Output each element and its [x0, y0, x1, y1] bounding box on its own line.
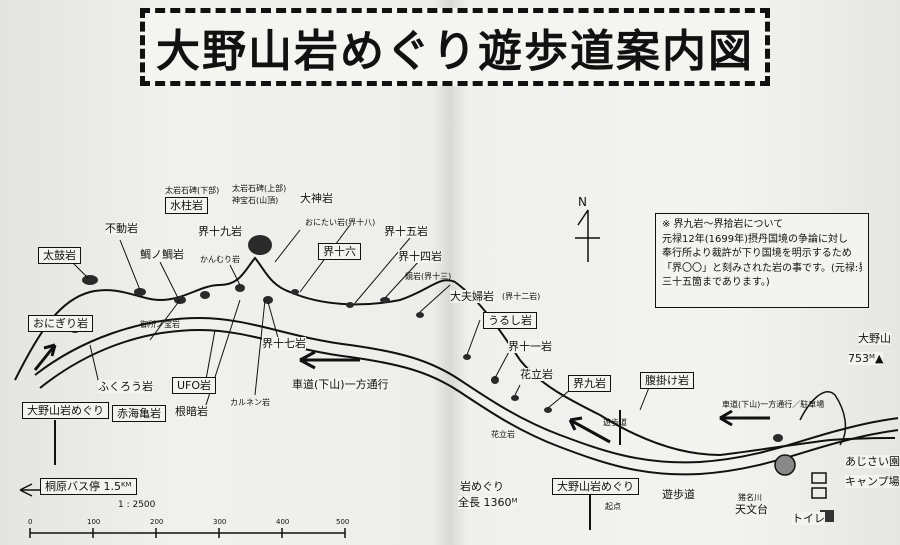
title-banner: 大野山岩めぐり遊歩道案内図: [140, 8, 770, 86]
rock-label-odaiko: 鯛ノ鯛岩: [140, 248, 184, 262]
rock-label-taiko: 太鼓岩: [38, 247, 81, 265]
rock-label-kai16: 界十六: [318, 243, 361, 261]
course-length: 全長 1360ᴹ: [458, 496, 518, 510]
scale-tick: 100: [87, 518, 101, 526]
road-line-outer: [34, 316, 899, 464]
scale-tick: 200: [150, 518, 164, 526]
road-arrow-right: [719, 409, 770, 427]
rock-label-kai12: (界十二岩): [502, 292, 541, 301]
rock-label-gosho: 御所ノ宝岩: [140, 320, 180, 329]
ajisai-label: あじさい園: [845, 455, 900, 469]
path-arrow-up: [33, 343, 57, 371]
camp-label: キャンプ場: [845, 475, 900, 489]
road-arrow-mid: [568, 416, 611, 444]
note-line: 元禄12年(1699年)摂丹国境の争論に対し: [662, 233, 848, 245]
scale-ratio: 1 : 2500: [118, 500, 156, 510]
scale-bar: [29, 528, 346, 538]
road-oneway-label: 車道(下山)一方通行: [292, 378, 389, 392]
rock-label-hyoutan: 太岩石碑(下部): [165, 186, 220, 195]
rock-label-fudou: 不動岩: [105, 222, 138, 236]
course-label: 岩めぐり: [460, 480, 504, 494]
mountain-elevation: 753ᴹ▲: [848, 352, 884, 366]
scale-tick: 300: [213, 518, 227, 526]
tenmondai-label: 天文台: [735, 503, 768, 517]
road-oneway-right-label: 車道(下山)一方通行／駐車場: [722, 400, 825, 409]
rock-label-onidai: おにたい岩(界十八): [305, 218, 376, 227]
sign-iwameguri-left: 大野山岩めぐり: [22, 402, 109, 420]
scale-tick: 400: [276, 518, 290, 526]
sign-iwameguri-mid: 大野山岩めぐり: [552, 478, 639, 496]
bus-stop-label: 桐原バス停 1.5ᴷᴹ: [40, 478, 137, 496]
scale-tick: 500: [336, 518, 350, 526]
rock-label-kai17: 界十七岩: [262, 337, 306, 351]
mountain-contour: [799, 391, 847, 446]
rock-label-akaumi: 赤海亀岩: [112, 405, 166, 423]
north-label: N: [578, 195, 587, 209]
rock-label-harakake: 腹掛け岩: [640, 372, 694, 390]
rock-label-suichu: 水柱岩: [165, 197, 208, 215]
rock-label-kagami: 鏡岩(界十三): [405, 272, 452, 281]
rock-label-karuenten: カルネン岩: [230, 398, 270, 407]
building-marker: [811, 487, 827, 499]
note-line: 三十五箇まであります。): [662, 277, 770, 288]
note-line: 「界〇〇」と刻みされた岩の事です。(元禄:界岩は: [662, 262, 862, 274]
toilet-label: トイレ: [792, 512, 825, 526]
rock-label-nekura: 根暗岩: [175, 405, 208, 419]
note-header: ※ 界九岩～界拾岩について: [662, 219, 784, 230]
north-arrow-icon: [575, 209, 600, 262]
rock-label-shinkyo: 神宝石(山頂): [232, 196, 279, 205]
note-line: 奉行所より裁許が下り国境を明示するため: [662, 248, 852, 259]
page-title: 大野山岩めぐり遊歩道案内図: [156, 26, 754, 77]
rock-label-kanmuri: かんむり岩: [200, 255, 240, 264]
scale-tick: 0: [28, 518, 33, 526]
note-box: ※ 界九岩～界拾岩について 元禄12年(1699年)摂丹国境の争論に対し 奉行所…: [655, 213, 869, 308]
rock-label-ufo: UFO岩: [172, 377, 217, 395]
building-marker: [811, 472, 827, 484]
rock-label-kai14: 界十四岩: [398, 250, 442, 264]
start-point-label: 起点: [605, 502, 621, 511]
rock-label-kai9: 界九岩: [568, 375, 611, 393]
tenmondai-small-label: 猪名川: [738, 493, 762, 502]
road-arrow-left: [299, 350, 360, 370]
post-hanadate: 花立岩: [491, 430, 515, 439]
rock-label-onigiri: おにぎり岩: [28, 315, 93, 333]
tenmondai-marker: [774, 454, 796, 476]
rock-label-kamiiwa: 太岩石碑(上部): [232, 184, 287, 193]
rock-label-daijin: 大神岩: [300, 192, 333, 206]
path-label: 遊歩道: [662, 488, 695, 502]
rock-label-kai19: 界十九岩: [198, 225, 242, 239]
rock-label-fukurou: ふくろう岩: [98, 380, 153, 394]
rock-label-hanadate: 花立岩: [520, 368, 553, 382]
post-yuhodo: 遊歩道: [603, 418, 627, 427]
rock-label-kai15: 界十五岩: [384, 225, 428, 239]
ridge-line: [14, 256, 896, 457]
rock-label-kai11: 界十一岩: [508, 340, 552, 354]
rock-label-uruwashi: うるし岩: [483, 312, 537, 330]
mountain-name: 大野山: [858, 332, 891, 346]
rock-label-daifuku: 大夫婦岩: [450, 290, 494, 304]
